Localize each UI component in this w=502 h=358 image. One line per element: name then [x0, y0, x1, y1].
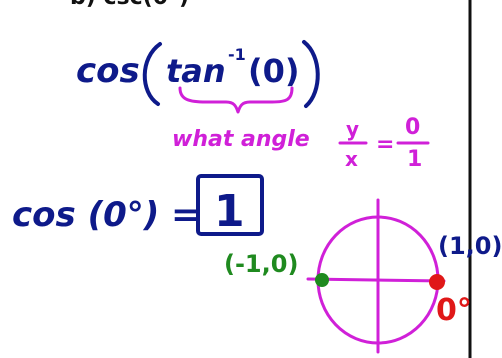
ratio-denominator: x [345, 147, 358, 171]
right-point-dot [429, 274, 445, 290]
header-fragment: b) csc(0°) [70, 0, 189, 10]
boxed-answer: 1 [214, 186, 245, 237]
cos-word: cos [76, 51, 140, 91]
ratio-equals: = [376, 132, 394, 157]
value-numerator: 0 [405, 115, 420, 140]
x-axis [306, 277, 446, 283]
outer-right-paren [302, 40, 320, 108]
inner-argument: (0) [248, 52, 300, 90]
result-lhs: cos (0°) = [12, 195, 200, 235]
tan-word: tan [166, 52, 226, 90]
what-angle-text: what angle [172, 127, 310, 152]
ratio-numerator: y [346, 117, 359, 141]
inverse-exponent: -1 [228, 45, 246, 64]
left-point-dot [315, 273, 329, 287]
value-denominator: 1 [407, 147, 422, 172]
outer-left-paren [142, 42, 162, 106]
right-point-label: (1,0) [438, 232, 502, 260]
left-point-label: (-1,0) [224, 250, 298, 278]
underbrace [178, 86, 294, 114]
angle-label: 0° [436, 293, 472, 328]
answer-box [196, 174, 264, 236]
